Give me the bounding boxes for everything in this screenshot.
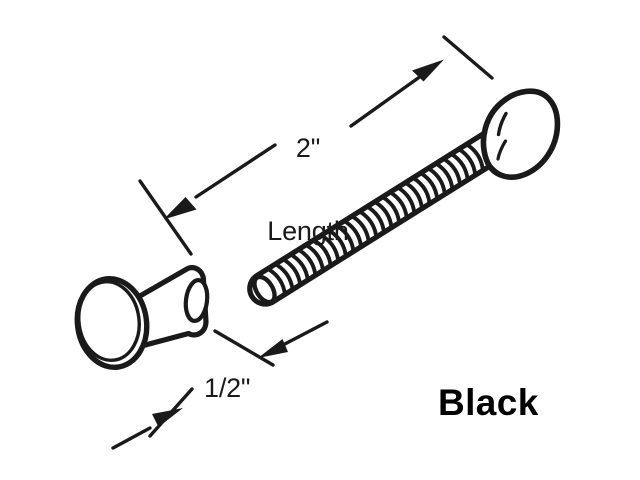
thread-crest <box>458 147 478 176</box>
thread-crest <box>381 195 401 224</box>
extension-line-upper <box>442 35 494 80</box>
length-dimension-caption: Length <box>267 215 349 246</box>
diameter-dimension-callout <box>111 320 329 450</box>
arrowhead-lower-left <box>163 197 197 220</box>
thread-crest <box>465 143 485 171</box>
shank-tip-ellipse <box>252 274 277 305</box>
leader-line-top <box>279 320 329 348</box>
thread-crest <box>366 205 386 234</box>
thread-crest <box>290 253 310 282</box>
thread-crest <box>351 215 371 244</box>
thread-crest <box>313 239 333 268</box>
color-label: Black <box>438 382 539 423</box>
length-dimension-callout <box>138 35 494 256</box>
thread-crest <box>404 181 424 210</box>
diameter-dimension-label: 1/2" <box>204 373 251 403</box>
threaded-bolt-head <box>480 88 561 180</box>
thread-crest <box>321 234 341 263</box>
thread-crest <box>427 167 447 196</box>
plain-head-inner-face <box>77 279 141 363</box>
thread-crest <box>298 248 318 277</box>
arrowhead-top <box>258 339 288 358</box>
thread-crest <box>343 220 363 248</box>
leader-line-upper <box>349 69 430 128</box>
thread-crest <box>328 229 348 258</box>
head-seat-curve <box>484 157 506 177</box>
thread-crest-group <box>267 143 485 296</box>
leader-line-bottom <box>111 426 152 450</box>
thread-crest <box>397 186 417 215</box>
thread-crest <box>305 244 325 272</box>
length-dimension-label: 2" Length <box>262 80 354 300</box>
thread-crest <box>442 157 462 186</box>
thread-crest <box>419 171 440 200</box>
length-dimension-value: 2" <box>295 133 321 164</box>
head-highlight-1 <box>496 111 508 137</box>
threaded-bolt <box>247 88 561 307</box>
plain-bolt <box>74 265 210 371</box>
arrowhead-upper-right <box>412 59 444 82</box>
extension-line-top <box>213 329 275 367</box>
thread-crest <box>450 152 470 181</box>
thread-crest <box>267 268 287 296</box>
thread-crest <box>412 176 432 205</box>
thread-crest <box>389 191 409 220</box>
leader-line-lower <box>194 143 277 199</box>
thread-crest <box>283 258 303 287</box>
head-highlight-2 <box>496 139 508 161</box>
thread-crest <box>336 224 356 253</box>
thread-crest <box>275 263 295 292</box>
plain-shank-end-ellipse <box>183 278 210 323</box>
thread-crest <box>359 210 379 239</box>
arrowhead-bottom <box>152 408 183 427</box>
thread-crest <box>435 162 455 191</box>
thread-crest <box>374 200 394 229</box>
